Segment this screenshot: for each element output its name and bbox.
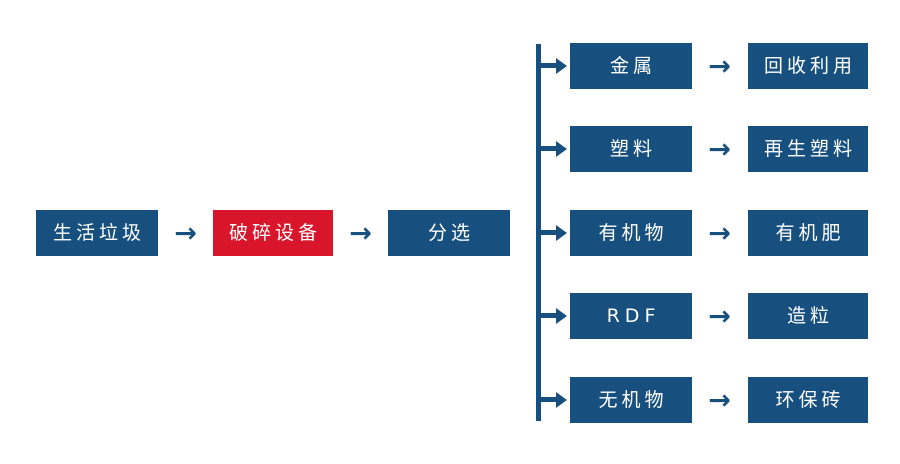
arrow-right-icon-metal-to-product: → [708,50,731,82]
node-material-organic[interactable]: 有机物 [570,210,692,256]
arrow-right-icon-rdf-to-product: → [708,300,731,332]
node-product-organic-fertilizer[interactable]: 有机肥 [748,210,868,256]
node-product-granulation[interactable]: 造粒 [748,293,868,339]
arrow-right-icon-crusher-to-sorting: → [349,217,372,249]
branch-split-icon-head-metal [556,58,567,74]
branch-split-icon-stub-plastic [536,146,558,151]
branch-split-icon-stub-metal [536,63,558,68]
node-material-metal[interactable]: 金属 [570,43,692,89]
arrow-right-icon-organic-to-product: → [708,217,731,249]
node-product-recycling[interactable]: 回收利用 [748,43,868,89]
branch-split-icon-head-organic [556,225,567,241]
node-product-recycled-plastic[interactable]: 再生塑料 [748,126,868,172]
branch-split-icon-head-rdf [556,308,567,324]
node-sorting[interactable]: 分选 [388,210,510,256]
branch-split-icon-stub-inorganic [536,397,558,402]
node-input[interactable]: 生活垃圾 [36,210,158,256]
node-material-rdf[interactable]: RDF [570,293,692,339]
branch-split-icon-stub-rdf [536,313,558,318]
node-material-plastic[interactable]: 塑料 [570,126,692,172]
node-crusher[interactable]: 破碎设备 [213,210,333,256]
node-product-eco-brick[interactable]: 环保砖 [748,377,868,423]
branch-split-icon-stub-organic [536,230,558,235]
branch-split-icon-head-plastic [556,141,567,157]
arrow-right-icon-plastic-to-product: → [708,133,731,165]
arrow-right-icon-input-to-crusher: → [174,217,197,249]
node-material-inorganic[interactable]: 无机物 [570,377,692,423]
branch-split-icon-head-inorganic [556,392,567,408]
arrow-right-icon-inorganic-to-product: → [708,384,731,416]
